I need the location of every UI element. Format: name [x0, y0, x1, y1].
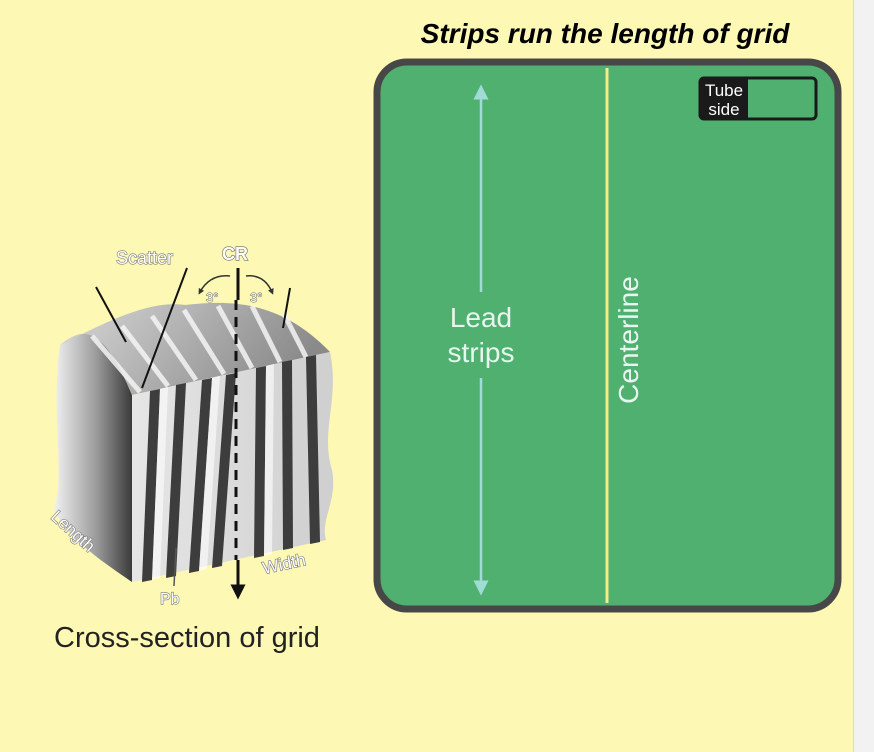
grid-diagram: Strips run the length of grid Lead strip… [47, 18, 842, 654]
scatter-line-2 [141, 267, 188, 389]
pb-pointer [173, 547, 177, 587]
lead-strip-cross-sections [142, 355, 320, 582]
vertical-scrollbar[interactable] [853, 0, 874, 752]
grid-top-view: Lead strips Centerline Tube side [373, 58, 842, 613]
lead-strips-label-line2: strips [448, 337, 515, 368]
tube-side-label-line2: side [708, 100, 739, 119]
lead-strip-highlights [152, 364, 274, 580]
lead-strips-label-line1: Lead [450, 302, 512, 333]
tube-side-label-bg [701, 79, 748, 118]
angle-arc-left [198, 275, 231, 295]
angle-right-label: 3° [250, 290, 262, 305]
diagram-title: Strips run the length of grid [420, 18, 790, 49]
cross-section-caption: Cross-section of grid [54, 622, 320, 654]
cross-section-side-face [54, 333, 132, 582]
angle-arc-right [245, 275, 274, 295]
centerline-label: Centerline [613, 276, 644, 404]
cr-label: CR [222, 244, 248, 264]
tube-side-label-line1: Tube [705, 81, 743, 100]
angle-left-label: 3° [206, 290, 218, 305]
scatter-label: Scatter [116, 248, 173, 268]
scatter-line-1 [95, 286, 127, 343]
pb-label: Pb [160, 591, 180, 608]
grid-cross-section: Scatter CR 3° 3° Length Width Pb [47, 243, 334, 609]
scatter-line-3 [282, 287, 291, 329]
